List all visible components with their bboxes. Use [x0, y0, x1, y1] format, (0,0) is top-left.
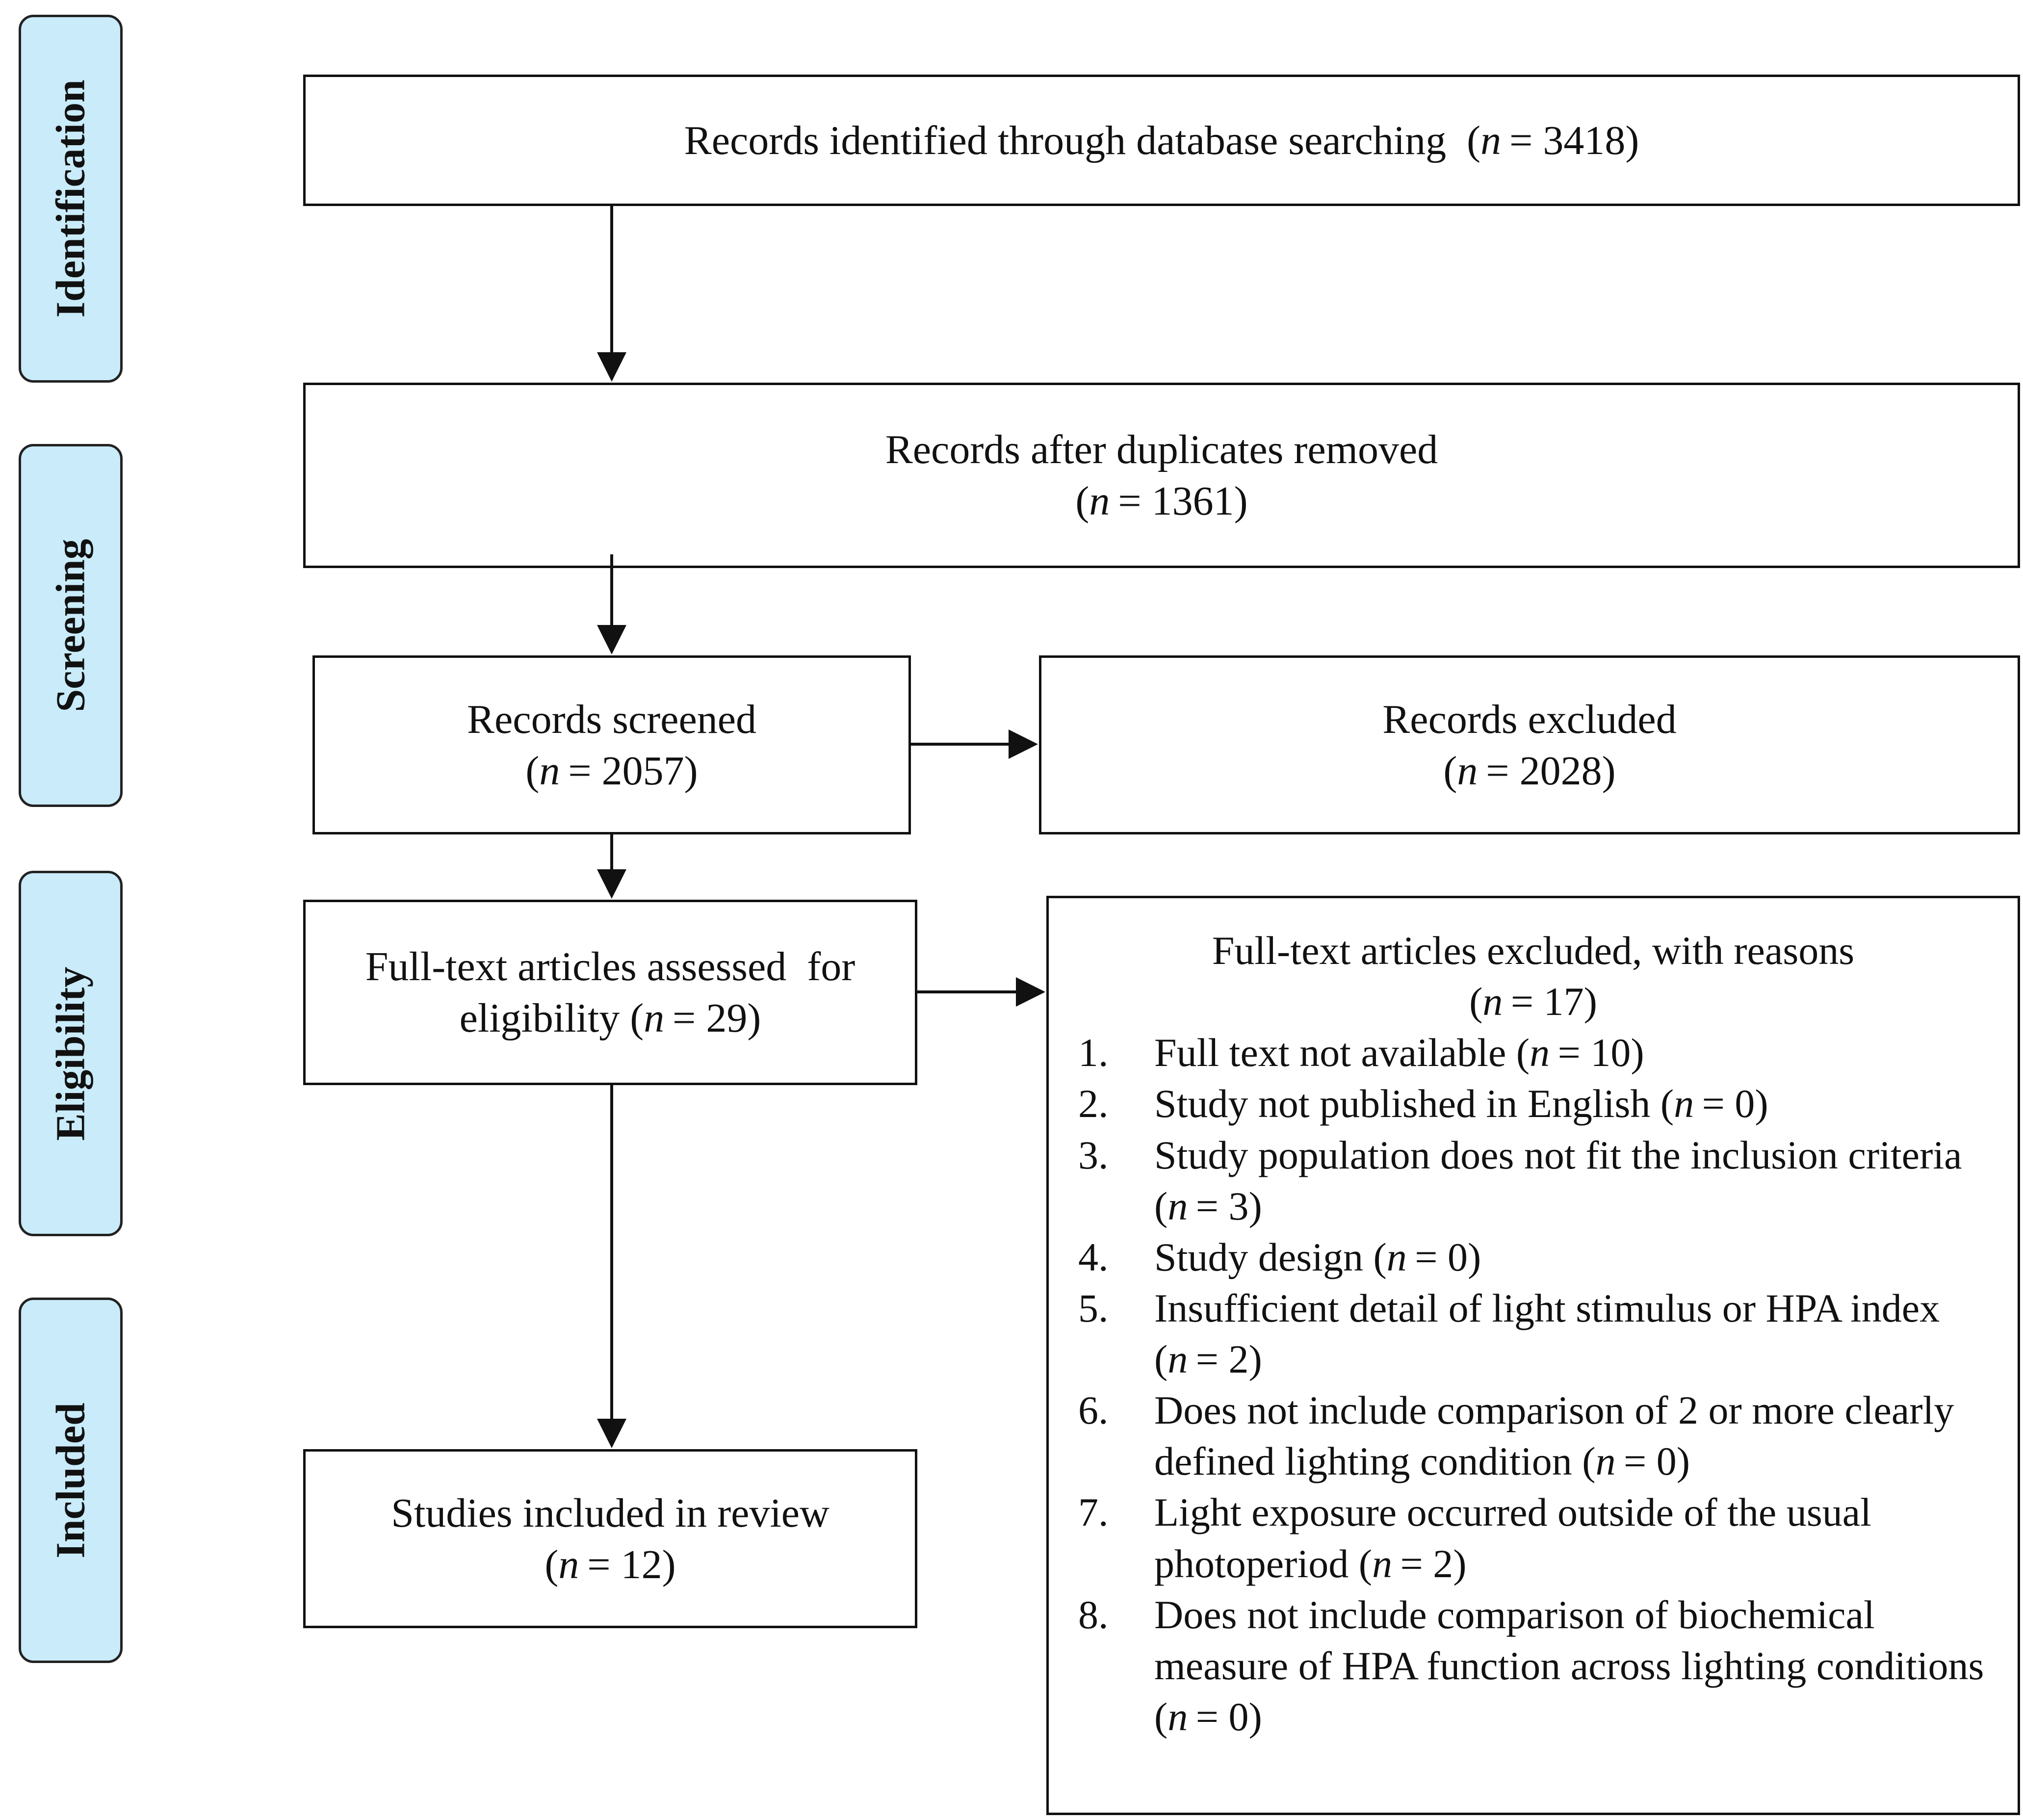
- exclusion-reason: 1. Full text not available (n = 10): [1078, 1027, 1988, 1078]
- records-screened-count: = 2057: [568, 748, 684, 794]
- exclusion-reason: 7. Light exposure occurred outside of th…: [1078, 1487, 1988, 1589]
- reason-count: = 0: [1415, 1234, 1468, 1279]
- reason-number: 5.: [1078, 1285, 1109, 1330]
- reason-text: Does not include comparison of 2 or more…: [1154, 1388, 1954, 1484]
- n-symbol: n: [1480, 117, 1502, 163]
- phase-screening: Screening: [19, 444, 123, 807]
- fulltext-assessed-text-line1: Full-text articles assessed for: [365, 944, 856, 989]
- reason-text: Study not published in English: [1154, 1081, 1651, 1126]
- reason-count: = 0: [1702, 1081, 1755, 1126]
- reason-text: Insufficient detail of light stimulus or…: [1154, 1285, 1940, 1330]
- n-symbol: n: [558, 1541, 579, 1587]
- n-symbol: n: [1674, 1081, 1694, 1126]
- reason-text: Study design: [1154, 1234, 1363, 1279]
- n-symbol: n: [1386, 1234, 1407, 1279]
- reason-text: Does not include comparison of biochemic…: [1154, 1592, 1984, 1688]
- exclusion-reason: 2. Study not published in English (n = 0…: [1078, 1078, 1988, 1129]
- phase-identification: Identification: [19, 15, 123, 383]
- records-after-duplicates-count: = 1361: [1118, 478, 1234, 524]
- fulltext-excluded-count: = 17: [1510, 979, 1584, 1024]
- exclusion-reason: 3. Study population does not fit the inc…: [1078, 1130, 1988, 1232]
- n-symbol: n: [539, 748, 560, 794]
- reason-count: = 0: [1195, 1694, 1249, 1739]
- reason-text: Study population does not fit the inclus…: [1154, 1132, 1962, 1177]
- reason-count: = 10: [1557, 1030, 1631, 1075]
- exclusion-reason: 6. Does not include comparison of 2 or m…: [1078, 1385, 1988, 1487]
- records-excluded-count: = 2028: [1486, 748, 1602, 794]
- reason-number: 1.: [1078, 1030, 1109, 1075]
- n-symbol: n: [1167, 1694, 1188, 1739]
- fulltext-excluded-title: Full-text articles excluded, with reason…: [1212, 928, 1855, 973]
- reason-number: 4.: [1078, 1234, 1109, 1279]
- fulltext-assessed-text-line2: eligibility: [459, 995, 620, 1041]
- reason-count: = 2: [1400, 1541, 1453, 1586]
- reason-text: Light exposure occurred outside of the u…: [1154, 1490, 1871, 1586]
- reason-count: = 2: [1195, 1337, 1249, 1381]
- n-symbol: n: [1482, 979, 1503, 1024]
- records-after-duplicates-box: Records after duplicates removed (n = 13…: [303, 383, 2020, 568]
- fulltext-excluded-box: Full-text articles excluded, with reason…: [1046, 896, 2020, 1815]
- reason-number: 2.: [1078, 1081, 1109, 1126]
- reason-count: = 3: [1195, 1183, 1249, 1228]
- n-symbol: n: [1457, 748, 1478, 794]
- n-symbol: n: [1530, 1030, 1550, 1075]
- reason-number: 3.: [1078, 1132, 1109, 1177]
- records-excluded-box: Records excluded (n = 2028): [1039, 655, 2020, 834]
- phase-eligibility: Eligibility: [19, 871, 123, 1236]
- exclusion-reason: 4. Study design (n = 0): [1078, 1232, 1988, 1283]
- fulltext-assessed-box: Full-text articles assessed for eligibil…: [303, 900, 917, 1085]
- records-identified-text: Records identified through database sear…: [684, 117, 1447, 163]
- exclusion-reason: 8. Does not include comparison of bioche…: [1078, 1589, 1988, 1742]
- n-symbol: n: [1595, 1439, 1616, 1484]
- phase-included: Included: [19, 1298, 123, 1663]
- records-screened-box: Records screened (n = 2057): [312, 655, 911, 834]
- records-excluded-text: Records excluded: [1382, 696, 1677, 742]
- reason-number: 8.: [1078, 1592, 1109, 1637]
- n-symbol: n: [1372, 1541, 1393, 1586]
- studies-included-count: = 12: [587, 1541, 662, 1587]
- records-identified-box: Records identified through database sear…: [303, 75, 2020, 206]
- records-identified-count: = 3418: [1509, 117, 1626, 163]
- studies-included-text: Studies included in review: [391, 1490, 830, 1536]
- studies-included-box: Studies included in review (n = 12): [303, 1449, 917, 1628]
- records-after-duplicates-text: Records after duplicates removed: [885, 427, 1438, 472]
- reason-number: 6.: [1078, 1388, 1109, 1433]
- exclusion-reason: 5. Insufficient detail of light stimulus…: [1078, 1283, 1988, 1385]
- n-symbol: n: [1167, 1337, 1188, 1381]
- reason-count: = 0: [1624, 1439, 1677, 1484]
- n-symbol: n: [1089, 478, 1110, 524]
- fulltext-assessed-count: = 29: [673, 995, 748, 1041]
- reason-number: 7.: [1078, 1490, 1109, 1535]
- n-symbol: n: [1167, 1183, 1188, 1228]
- records-screened-text: Records screened: [467, 696, 757, 742]
- reason-text: Full text not available: [1154, 1030, 1506, 1075]
- n-symbol: n: [644, 995, 665, 1041]
